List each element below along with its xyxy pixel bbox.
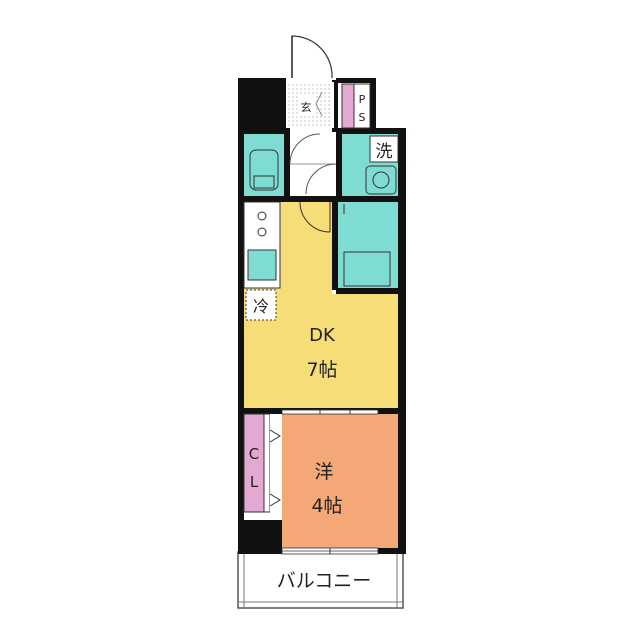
western-room: 洋 4帖 xyxy=(269,414,398,548)
entrance: 玄 xyxy=(286,35,334,128)
washer-label: 洗 xyxy=(376,142,393,162)
western-size: 4帖 xyxy=(311,495,342,517)
dk-name: DK xyxy=(309,325,336,346)
ps-label-s: S xyxy=(359,111,366,124)
sliding-door xyxy=(281,409,379,415)
hallway xyxy=(289,133,337,196)
closet-label-c: C xyxy=(249,445,259,463)
closet: C L xyxy=(243,413,271,513)
toilet-room xyxy=(244,134,284,196)
washroom: 洗 xyxy=(342,134,399,196)
dk-size: 7帖 xyxy=(306,359,337,381)
ps-label-p: P xyxy=(359,93,366,106)
bathroom xyxy=(338,202,398,288)
balcony-label: バルコニー xyxy=(277,570,372,592)
balcony: バルコニー xyxy=(237,551,404,609)
balcony-window xyxy=(281,547,379,555)
dining-kitchen: 冷 DK 7帖 xyxy=(243,201,398,408)
closet-label-l: L xyxy=(250,473,259,491)
fridge-label: 冷 xyxy=(253,297,269,316)
genkan-label: 玄 xyxy=(301,100,312,114)
western-name: 洋 xyxy=(314,461,333,483)
pipe-space: P S xyxy=(341,83,371,129)
